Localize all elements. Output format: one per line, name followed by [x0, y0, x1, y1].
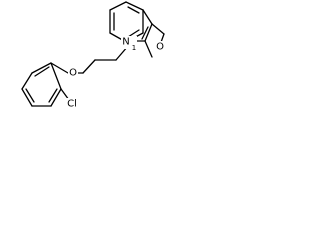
bond	[25, 88, 35, 103]
bond	[34, 66, 50, 77]
molecule-structure: N 1 O O Cl	[21, 1, 166, 110]
bond	[151, 23, 165, 35]
bond	[82, 59, 96, 74]
nitrogen-label: N	[122, 37, 129, 48]
bond	[125, 1, 144, 11]
bond	[142, 9, 153, 25]
chlorine-label: Cl	[67, 99, 77, 110]
atom-labels: N 1 O O Cl	[64, 36, 166, 110]
bond	[48, 88, 58, 103]
bond	[50, 88, 62, 107]
bond	[127, 29, 140, 38]
bond	[144, 23, 153, 42]
bonds	[21, 1, 165, 107]
bond	[21, 88, 33, 107]
bond	[21, 72, 33, 90]
bond	[50, 62, 69, 74]
aldehyde-oxygen-label: O	[156, 42, 164, 53]
bond	[141, 26, 149, 40]
bond	[31, 62, 52, 74]
bond	[50, 62, 62, 90]
nitrogen-locant-label: 1	[132, 44, 136, 52]
ether-oxygen-label: O	[69, 68, 77, 79]
bond	[127, 6, 140, 14]
bond	[109, 1, 127, 11]
bond	[144, 40, 153, 58]
